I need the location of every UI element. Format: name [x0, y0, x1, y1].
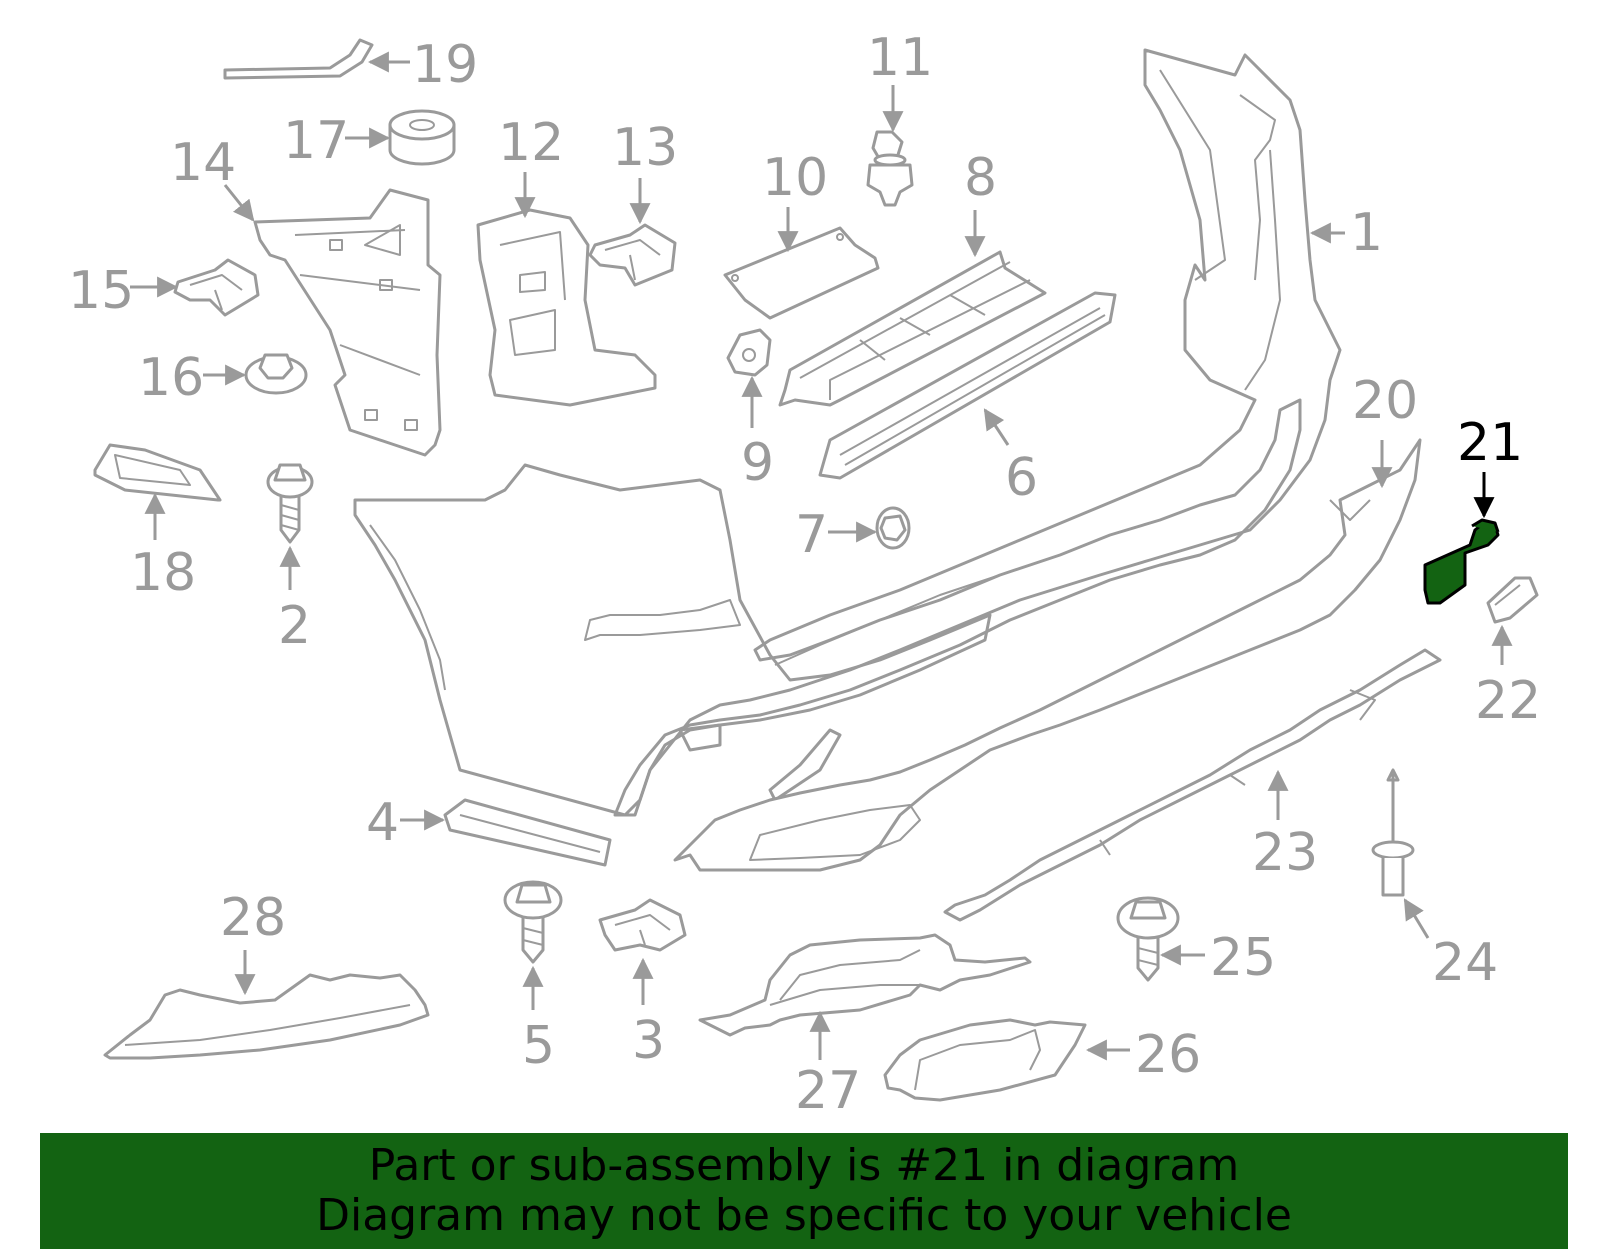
part-2-screw: [266, 463, 314, 544]
callout-label-13: 13: [612, 118, 678, 178]
callout-label-26: 26: [1135, 1025, 1201, 1085]
callout-label-16: 16: [138, 348, 204, 408]
banner-line-2: Diagram may not be specific to your vehi…: [316, 1190, 1292, 1241]
callout-label-17: 17: [283, 111, 349, 171]
info-banner: Part or sub-assembly is #21 in diagram D…: [40, 1133, 1568, 1249]
banner-line-1: Part or sub-assembly is #21 in diagram: [368, 1140, 1240, 1191]
callout-label-2: 2: [278, 596, 311, 656]
callout-label-8: 8: [964, 148, 997, 208]
callout-label-19: 19: [412, 35, 478, 95]
part-17-pad: [388, 109, 456, 166]
part-22-cap: [1486, 576, 1539, 624]
part-10-plate: [723, 226, 880, 320]
part-25-screw: [1116, 896, 1180, 982]
callout-label-1: 1: [1350, 203, 1383, 263]
part-5-screw: [503, 880, 563, 964]
callout-label-18: 18: [130, 543, 196, 603]
callout-label-5: 5: [522, 1016, 555, 1076]
callout-label-7: 7: [795, 505, 828, 565]
part-4-strip: [443, 798, 612, 867]
callout-label-9: 9: [741, 433, 774, 493]
callout-label-12: 12: [498, 113, 564, 173]
part-3-clip: [598, 898, 687, 952]
part-19-strip: [223, 38, 374, 80]
part-7-nut: [875, 506, 911, 550]
callout-label-14: 14: [170, 133, 236, 193]
part-1-bumper-cover: [353, 48, 1342, 817]
callout-label-3: 3: [632, 1011, 665, 1071]
part-21-highlighted: [1423, 518, 1500, 605]
callout-label-10: 10: [762, 148, 828, 208]
callout-label-15: 15: [68, 261, 134, 321]
callout-label-25: 25: [1210, 928, 1276, 988]
callout-label-28: 28: [220, 888, 286, 948]
part-16-nut: [244, 353, 308, 395]
callout-label-24: 24: [1432, 933, 1498, 993]
callout-label-21: 21: [1457, 413, 1523, 473]
part-27-lower-cover: [698, 933, 1032, 1037]
part-15-clip: [173, 258, 260, 317]
part-14-bracket: [253, 188, 442, 457]
part-8-carrier: [778, 250, 1047, 407]
part-18-guide: [93, 443, 222, 502]
callout-label-20: 20: [1352, 371, 1418, 431]
part-20-lower-trim: [673, 438, 1422, 872]
callout-label-4: 4: [366, 793, 399, 853]
part-11-push-clip: [866, 130, 914, 207]
callout-label-23: 23: [1252, 823, 1318, 883]
part-12-bracket: [476, 208, 657, 407]
callout-label-22: 22: [1475, 671, 1541, 731]
callout-label-11: 11: [867, 28, 933, 88]
part-28-reflector: [103, 973, 430, 1060]
part-6-absorber: [818, 291, 1117, 480]
part-26-cover: [883, 1018, 1087, 1102]
callout-label-6: 6: [1005, 448, 1038, 508]
part-13-clip: [588, 223, 677, 287]
part-9-bracket: [726, 328, 772, 377]
callout-label-27: 27: [795, 1061, 861, 1121]
part-23-diffuser: [943, 648, 1442, 922]
part-24-rivet: [1371, 768, 1415, 897]
